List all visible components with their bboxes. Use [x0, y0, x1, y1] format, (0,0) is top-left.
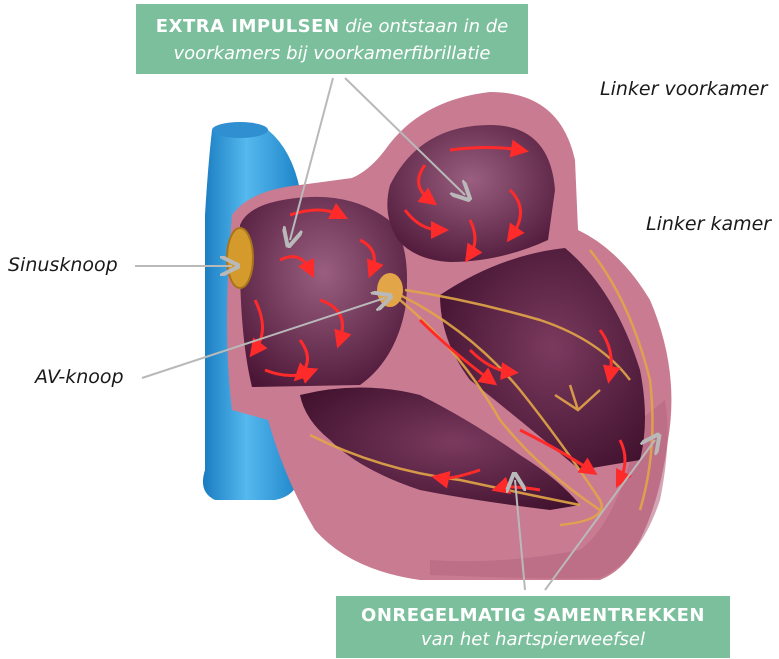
- label-left-atrium: Linker voorkamer: [600, 78, 767, 100]
- irregular-contraction-callout: ONREGELMATIG SAMENTREKKEN van het hartsp…: [336, 596, 730, 658]
- av-node: [377, 273, 403, 307]
- extra-impulses-bold: EXTRA IMPULSEN: [156, 16, 340, 37]
- sinus-node: [227, 228, 253, 288]
- irregular-contraction-line2: van het hartspierweefsel: [336, 628, 730, 652]
- label-sinus-node: Sinusknoop: [8, 254, 118, 276]
- label-left-ventricle: Linker kamer: [646, 213, 771, 235]
- irregular-contraction-bold: ONREGELMATIG SAMENTREKKEN: [336, 604, 730, 628]
- extra-impulses-line1: EXTRA IMPULSEN die ontstaan in de: [136, 13, 528, 40]
- extra-impulses-callout: EXTRA IMPULSEN die ontstaan in de voorka…: [136, 4, 528, 74]
- label-av-node: AV-knoop: [35, 366, 124, 388]
- extra-impulses-line2: voorkamers bij voorkamerfibrillatie: [136, 40, 528, 67]
- extra-impulses-rest: die ontstaan in de: [345, 16, 508, 37]
